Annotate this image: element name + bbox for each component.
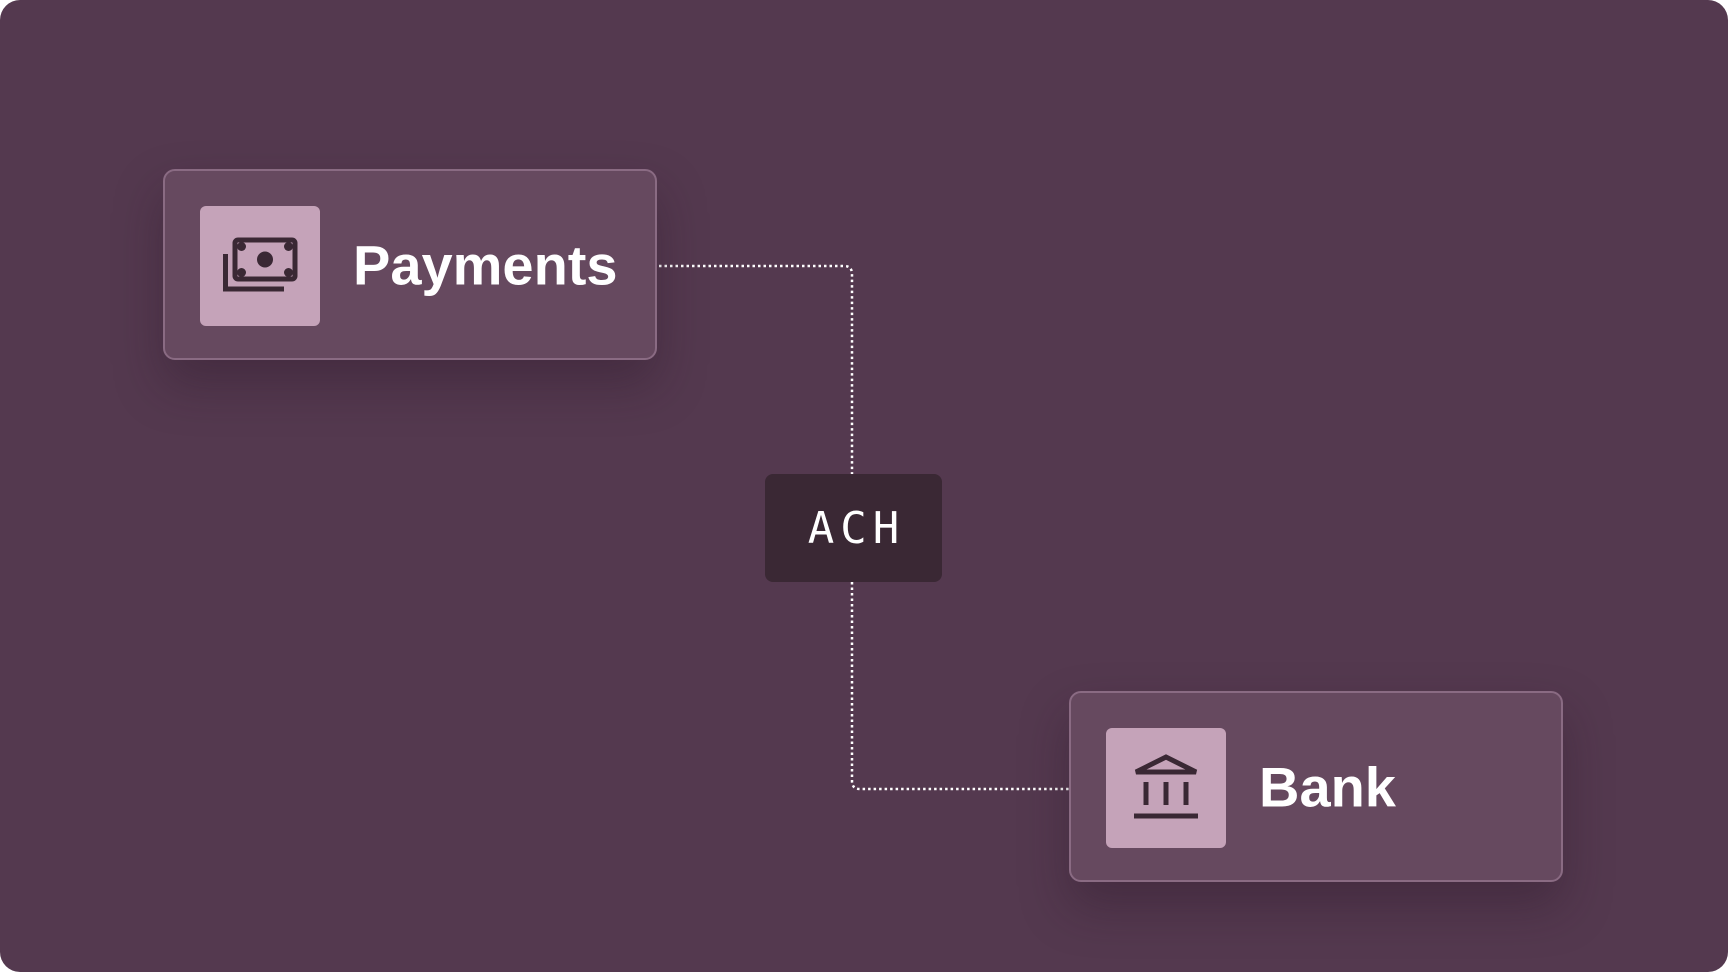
- connector-path-bottom: [850, 582, 1069, 791]
- payments-icon-tile: [200, 206, 320, 326]
- payments-node[interactable]: Payments: [163, 169, 657, 360]
- connector-path-top: [659, 264, 854, 474]
- bank-node[interactable]: Bank: [1069, 691, 1563, 882]
- bank-icon-tile: [1106, 728, 1226, 848]
- ach-label: ACH: [807, 502, 906, 554]
- payments-label: Payments: [353, 233, 618, 296]
- bank-label: Bank: [1259, 755, 1396, 818]
- ach-badge[interactable]: ACH: [765, 474, 942, 582]
- bank-building-icon: [1134, 754, 1198, 819]
- money-bills-icon: [223, 237, 298, 292]
